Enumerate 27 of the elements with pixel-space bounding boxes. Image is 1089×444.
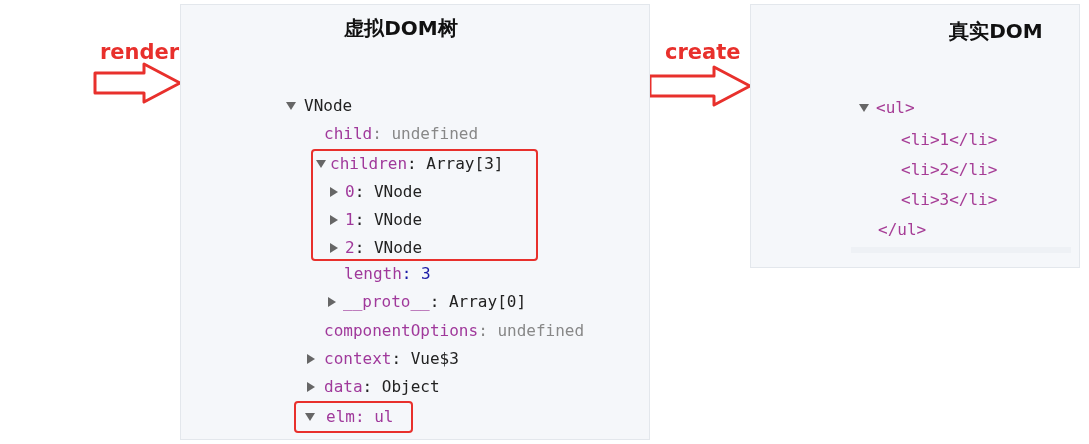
property-line: VNode [304, 95, 353, 117]
property-line: __proto__: Array[0] [343, 291, 527, 313]
property-line: 1: VNode [345, 209, 423, 231]
panel-background [180, 4, 650, 440]
property-line: 2: VNode [345, 237, 423, 259]
property-line: elm: ul [326, 406, 394, 428]
html-tag-line: <li>2</li> [901, 159, 998, 181]
property-line: child: undefined [324, 123, 479, 145]
property-line: children: Array[3] [330, 153, 504, 175]
panel-background [750, 4, 1080, 268]
panel-heading: 真实DOM [948, 18, 1044, 44]
html-tag-line: </ul> [878, 219, 927, 241]
block-arrow [93, 62, 182, 104]
block-arrow [648, 65, 752, 107]
html-tag-line: <ul> [876, 97, 915, 119]
edge-label: render [100, 40, 180, 64]
panel-heading: 虚拟DOM树 [343, 15, 459, 41]
highlight-box [294, 401, 413, 433]
property-line: 0: VNode [345, 181, 423, 203]
html-tag-line: <li>1</li> [901, 129, 998, 151]
property-line: length: 3 [344, 263, 431, 285]
highlight-box [311, 149, 538, 261]
property-line: data: Object [324, 376, 440, 398]
property-line: context: Vue$3 [324, 348, 459, 370]
html-tag-line: <li>3</li> [901, 189, 998, 211]
edge-label: create [665, 40, 741, 64]
property-line: componentOptions: undefined [324, 320, 585, 342]
